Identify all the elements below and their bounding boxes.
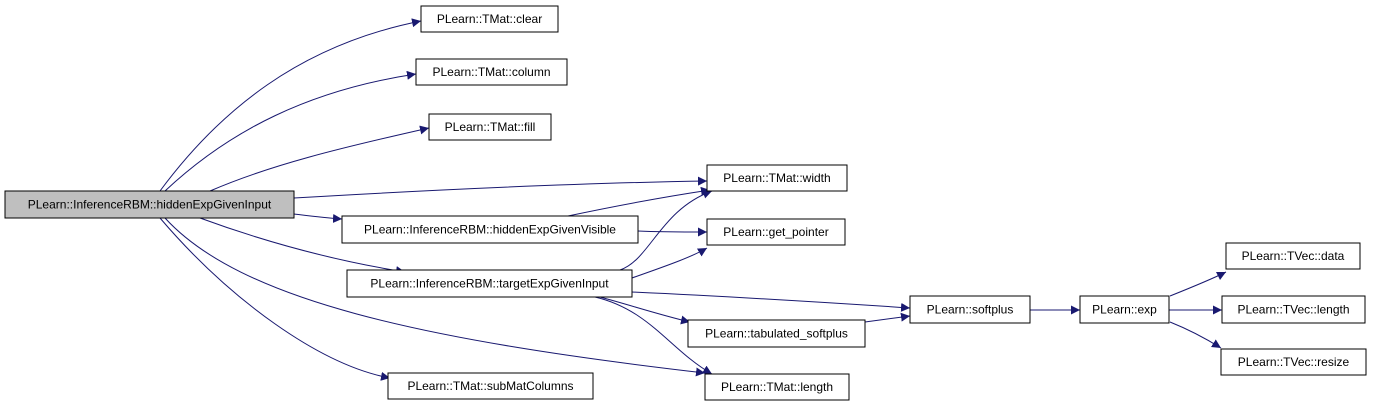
- node-box: [428, 113, 552, 141]
- node-target[interactable]: PLearn::InferenceRBM::targetExpGivenInpu…: [346, 269, 633, 298]
- node-label: PLearn::TVec::resize: [1238, 355, 1350, 369]
- node-label: PLearn::TMat::subMatColumns: [407, 379, 573, 393]
- edge-root-to-fill: [209, 125, 430, 192]
- node-clear[interactable]: PLearn::TMat::clear: [420, 5, 559, 33]
- node-label: PLearn::exp: [1092, 303, 1157, 317]
- call-edges: [159, 18, 1227, 381]
- node-vdata[interactable]: PLearn::TVec::data: [1225, 242, 1361, 270]
- function-nodes: PLearn::InferenceRBM::hiddenExpGivenInpu…: [4, 5, 1367, 401]
- node-box: [4, 190, 295, 219]
- node-hevis[interactable]: PLearn::InferenceRBM::hiddenExpGivenVisi…: [341, 215, 639, 244]
- node-box: [1220, 348, 1367, 376]
- node-box: [1221, 295, 1366, 324]
- edge-root-to-mlength: [164, 217, 706, 377]
- node-label: PLearn::softplus: [927, 303, 1014, 317]
- node-box: [420, 5, 559, 33]
- node-box: [1079, 295, 1170, 324]
- node-box: [415, 58, 568, 86]
- edge-target-to-mlength: [594, 296, 713, 375]
- edge-root-to-column: [164, 70, 417, 192]
- node-label: PLearn::get_pointer: [723, 225, 828, 239]
- node-fill[interactable]: PLearn::TMat::fill: [428, 113, 552, 141]
- edge-hevis-to-getptr: [637, 227, 708, 237]
- edge-root-to-submat: [159, 217, 391, 381]
- node-box: [341, 215, 639, 244]
- node-tabsoft[interactable]: PLearn::tabulated_softplus: [687, 319, 866, 348]
- node-mlength[interactable]: PLearn::TMat::length: [704, 373, 850, 401]
- node-label: PLearn::InferenceRBM::targetExpGivenInpu…: [370, 277, 609, 291]
- node-label: PLearn::TMat::width: [723, 171, 830, 185]
- node-label: PLearn::TVec::data: [1242, 249, 1345, 263]
- node-box: [706, 164, 848, 192]
- edge-hevis-to-width: [567, 186, 711, 217]
- node-box: [346, 269, 633, 298]
- node-label: PLearn::tabulated_softplus: [705, 327, 848, 341]
- edge-target-to-getptr: [631, 247, 708, 279]
- edge-root-to-clear: [159, 18, 422, 192]
- node-box: [909, 295, 1031, 324]
- node-vresize[interactable]: PLearn::TVec::resize: [1220, 348, 1367, 376]
- edge-root-to-hevis: [293, 213, 343, 223]
- node-box: [1225, 242, 1361, 270]
- node-submat[interactable]: PLearn::TMat::subMatColumns: [387, 372, 594, 400]
- edge-target-to-tabsoft: [599, 296, 691, 325]
- node-exp[interactable]: PLearn::exp: [1079, 295, 1170, 324]
- edge-root-to-target: [199, 217, 406, 276]
- node-getptr[interactable]: PLearn::get_pointer: [706, 218, 846, 246]
- edge-tabsoft-to-softplus: [864, 312, 911, 323]
- node-softplus[interactable]: PLearn::softplus: [909, 295, 1031, 324]
- node-box: [704, 373, 850, 401]
- node-root: PLearn::InferenceRBM::hiddenExpGivenInpu…: [4, 190, 295, 219]
- edge-target-to-softplus: [631, 291, 911, 312]
- node-box: [687, 319, 866, 348]
- node-label: PLearn::InferenceRBM::hiddenExpGivenInpu…: [28, 198, 272, 212]
- node-label: PLearn::TMat::clear: [437, 12, 542, 26]
- node-box: [706, 218, 846, 246]
- node-label: PLearn::TMat::column: [432, 65, 550, 79]
- node-label: PLearn::TMat::length: [721, 380, 833, 394]
- node-label: PLearn::TVec::length: [1237, 303, 1349, 317]
- edge-root-to-width: [293, 176, 708, 199]
- edge-exp-to-vdata: [1169, 271, 1227, 297]
- node-label: PLearn::InferenceRBM::hiddenExpGivenVisi…: [364, 223, 616, 237]
- node-column[interactable]: PLearn::TMat::column: [415, 58, 568, 86]
- edge-target-to-width: [619, 189, 713, 271]
- node-box: [387, 372, 594, 400]
- node-width[interactable]: PLearn::TMat::width: [706, 164, 848, 192]
- node-label: PLearn::TMat::fill: [445, 120, 536, 134]
- node-vlength[interactable]: PLearn::TVec::length: [1221, 295, 1366, 324]
- edge-exp-to-vresize: [1169, 321, 1222, 349]
